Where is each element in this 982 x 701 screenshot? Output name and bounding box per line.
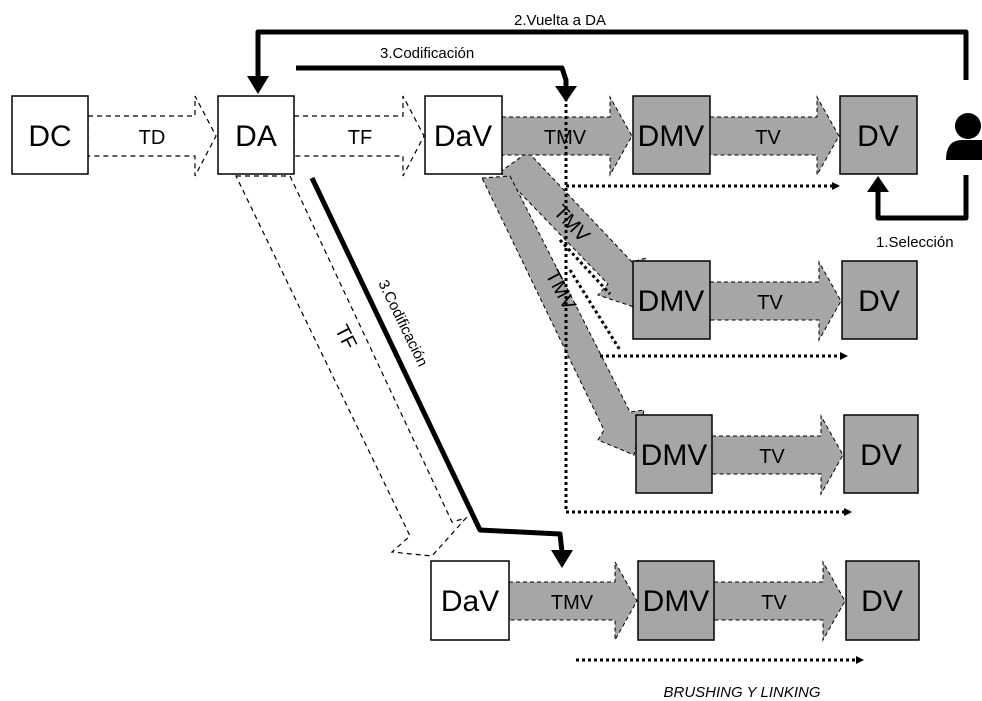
vuelta-arrow-head: [247, 76, 269, 94]
codificacion-diag-arrow-path: [309, 176, 565, 553]
tv-arrow-2: [709, 260, 842, 342]
node-dmv-1-label: DMV: [638, 120, 705, 153]
vuelta-label: 2.Vuelta a DA: [514, 12, 606, 29]
seleccion-arrow-head: [867, 176, 889, 192]
brushing-linking-links: [558, 98, 864, 664]
tf-arrow-top: [293, 95, 425, 177]
interaction-arrows: [255, 29, 969, 553]
tv-1-label: TV: [755, 127, 781, 149]
node-da: [217, 95, 295, 175]
tv-4-label: TV: [761, 592, 787, 614]
node-dv-4: [845, 560, 920, 641]
node-dmv-1: [632, 95, 711, 175]
node-dav-top-label: DaV: [434, 120, 492, 153]
seleccion-arrow-path: [875, 175, 969, 221]
node-dv-3: [843, 414, 919, 494]
tv-arrow-1: [709, 95, 840, 177]
tv-arrow-4: [713, 560, 846, 642]
codificacion-top-arrow-head: [555, 86, 577, 102]
codificacion-top-arrow-path: [296, 65, 569, 90]
seleccion-label: 1.Selección: [876, 234, 954, 251]
node-dav-bottom: [430, 560, 510, 641]
node-dv-2-label: DV: [858, 285, 900, 318]
td-label: TD: [139, 127, 166, 149]
node-dmv-2-label: DMV: [638, 285, 705, 318]
vuelta-arrow-path: [255, 29, 969, 80]
linking-diag-1: [558, 238, 612, 296]
codificacion-diag-arrow-head: [551, 550, 573, 568]
node-dv-2: [841, 260, 918, 340]
node-dav-top: [424, 95, 503, 175]
node-dmv-3-label: DMV: [641, 439, 708, 472]
tf-top-label: TF: [348, 127, 372, 149]
node-dmv-2: [632, 260, 711, 340]
node-dmv-4: [637, 560, 715, 641]
linking-diag-2: [568, 269, 622, 351]
node-dmv-3: [635, 414, 713, 494]
node-da-label: DA: [235, 120, 277, 153]
tv-3-label: TV: [759, 446, 785, 468]
node-dc: [11, 95, 89, 175]
tmv-bottom-label: TMV: [551, 592, 594, 614]
user-icon: [946, 113, 982, 160]
tf-arrow-diagonal: [235, 175, 468, 557]
tv-arrow-3: [711, 414, 844, 496]
node-dv-4-label: DV: [861, 585, 903, 618]
tmv-arrow-bottom: [508, 560, 638, 642]
codificacion-top-label: 3.Codificación: [380, 45, 474, 62]
node-dv-1-label: DV: [857, 120, 899, 153]
tmv-top-label: TMV: [544, 127, 587, 149]
tv-2-label: TV: [757, 292, 783, 314]
node-dv-3-label: DV: [860, 439, 902, 472]
node-dc-label: DC: [28, 120, 71, 153]
node-dv-1: [839, 95, 918, 175]
node-dav-bottom-label: DaV: [441, 585, 499, 618]
node-dmv-4-label: DMV: [643, 585, 710, 618]
td-arrow: [87, 95, 217, 177]
caption-brushing-linking: BRUSHING Y LINKING: [664, 684, 821, 701]
